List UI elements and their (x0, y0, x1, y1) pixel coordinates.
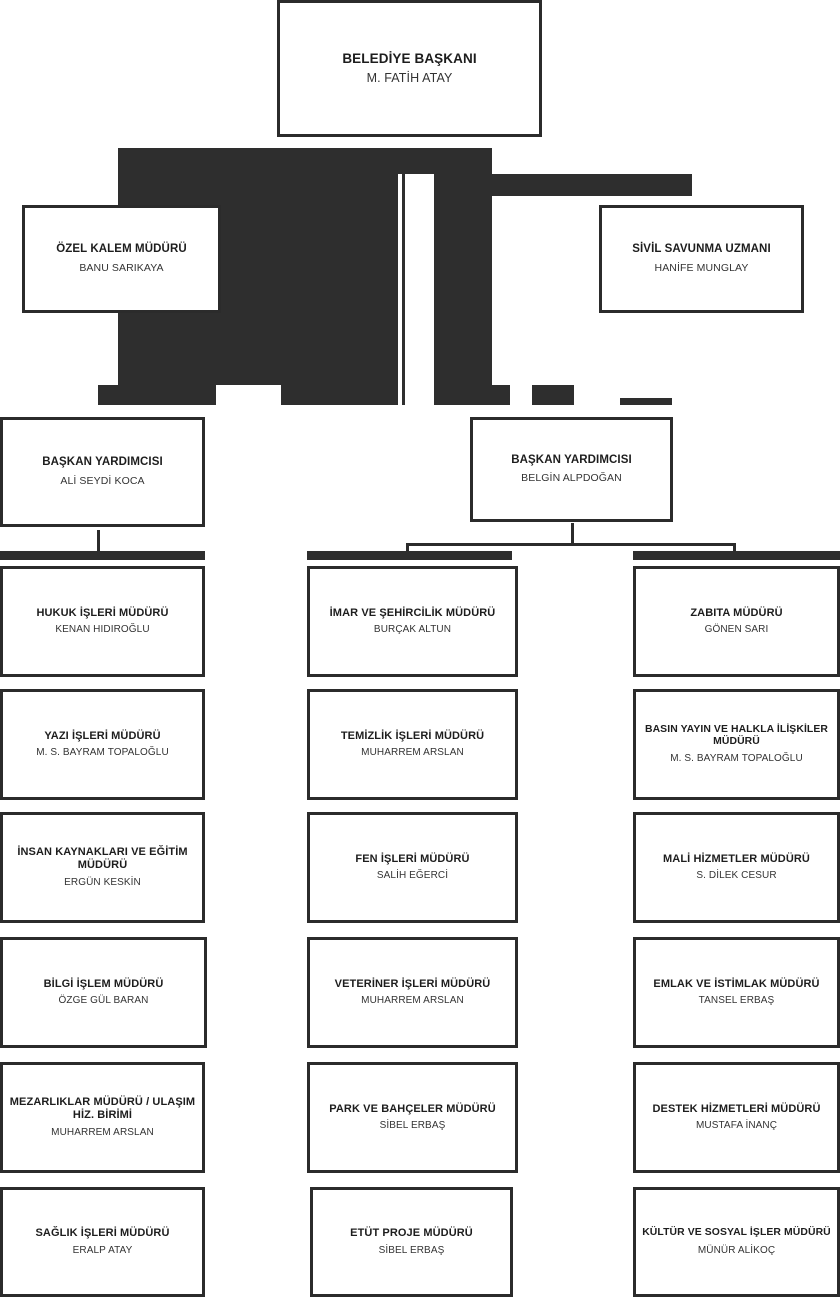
node-title: BAŞKAN YARDIMCISI (42, 456, 163, 469)
node-kultur-ve-sosyal-isler-muduru[interactable]: KÜLTÜR VE SOSYAL İŞLER MÜDÜRÜ MÜNÜR ALİK… (633, 1187, 840, 1297)
connector-distribution-stub (532, 385, 574, 405)
connector-notch-vertical-wide (405, 174, 434, 386)
node-zabita-muduru[interactable]: ZABITA MÜDÜRÜ GÖNEN SARI (633, 566, 840, 677)
node-bilgi-islem-muduru[interactable]: BİLGİ İŞLEM MÜDÜRÜ ÖZGE GÜL BARAN (0, 937, 207, 1048)
node-person: BURÇAK ALTUN (373, 624, 452, 636)
node-title: ETÜT PROJE MÜDÜRÜ (350, 1227, 473, 1240)
connector-right-column-drop (733, 543, 736, 557)
node-veteriner-isleri-muduru[interactable]: VETERİNER İŞLERİ MÜDÜRÜ MUHARREM ARSLAN (307, 937, 518, 1048)
node-title: TEMİZLİK İŞLERİ MÜDÜRÜ (340, 729, 485, 742)
node-basin-yayin-ve-halkla-iliskiler-muduru[interactable]: BASIN YAYIN VE HALKLA İLİŞKİLER MÜDÜRÜ M… (633, 689, 840, 800)
node-person: GÖNEN SARI (704, 624, 769, 636)
node-title: YAZI İŞLERİ MÜDÜRÜ (44, 729, 161, 742)
connector-middle-column-drop (406, 543, 409, 557)
connector-root-arm-right (492, 174, 692, 196)
node-person: ÖZGE GÜL BARAN (58, 995, 149, 1007)
node-title: BİLGİ İŞLEM MÜDÜRÜ (43, 977, 164, 990)
node-title: İMAR VE ŞEHİRCİLİK MÜDÜRÜ (329, 606, 496, 619)
node-person: S. DİLEK CESUR (696, 870, 777, 882)
node-etut-proje-muduru[interactable]: ETÜT PROJE MÜDÜRÜ SİBEL ERBAŞ (310, 1187, 513, 1297)
node-insan-kaynaklari-ve-egitim-muduru[interactable]: İNSAN KAYNAKLARI VE EĞİTİM MÜDÜRÜ ERGÜN … (0, 812, 205, 923)
node-person: MÜNÜR ALİKOÇ (697, 1244, 776, 1256)
connector-bar-gap-3 (405, 385, 434, 405)
node-baskan-yardimcisi-right[interactable]: BAŞKAN YARDIMCISI BELGİN ALPDOĞAN (470, 417, 673, 522)
node-title: ÖZEL KALEM MÜDÜRÜ (56, 243, 187, 256)
node-baskan-yardimcisi-left[interactable]: BAŞKAN YARDIMCISI ALİ SEYDİ KOCA (0, 417, 205, 527)
node-person: ERALP ATAY (72, 1244, 133, 1256)
node-mezarliklar-muduru-ulasim-hizmetleri-birimi[interactable]: MEZARLIKLAR MÜDÜRÜ / ULAŞIM HİZ. BİRİMİ … (0, 1062, 205, 1173)
node-title: PARK VE BAHÇELER MÜDÜRÜ (329, 1102, 496, 1115)
node-person: KENAN HIDIROĞLU (55, 624, 150, 636)
node-belediye-baskani[interactable]: BELEDİYE BAŞKANI M. FATİH ATAY (277, 0, 542, 137)
node-ozel-kalem-muduru[interactable]: ÖZEL KALEM MÜDÜRÜ BANU SARIKAYA (22, 205, 221, 313)
node-title: HUKUK İŞLERİ MÜDÜRÜ (36, 606, 169, 619)
connector-middle-column-bus (307, 551, 512, 560)
node-hukuk-isleri-muduru[interactable]: HUKUK İŞLERİ MÜDÜRÜ KENAN HIDIROĞLU (0, 566, 205, 677)
connector-left-column-bus (0, 551, 205, 560)
node-person: M. S. BAYRAM TOPALOĞLU (670, 753, 803, 765)
node-person: SİBEL ERBAŞ (378, 1244, 445, 1256)
node-title: SİVİL SAVUNMA UZMANI (632, 243, 771, 256)
node-person: BELGİN ALPDOĞAN (521, 472, 622, 485)
node-title: EMLAK VE İSTİMLAK MÜDÜRÜ (653, 977, 820, 990)
node-title: KÜLTÜR VE SOSYAL İŞLER MÜDÜRÜ (642, 1227, 831, 1239)
connector-bar-gap-4 (510, 385, 532, 405)
node-person: MUHARREM ARSLAN (361, 747, 464, 759)
node-title: BELEDİYE BAŞKANI (342, 50, 477, 66)
node-sivil-savunma-uzmani[interactable]: SİVİL SAVUNMA UZMANI HANİFE MUNGLAY (599, 205, 804, 313)
node-person: HANİFE MUNGLAY (654, 261, 749, 274)
node-person: M. FATİH ATAY (366, 71, 453, 86)
node-person: ALİ SEYDİ KOCA (60, 474, 145, 487)
node-saglik-isleri-muduru[interactable]: SAĞLIK İŞLERİ MÜDÜRÜ ERALP ATAY (0, 1187, 205, 1297)
node-title: MEZARLIKLAR MÜDÜRÜ / ULAŞIM HİZ. BİRİMİ (9, 1096, 196, 1121)
connector-deputy-right-drop (571, 523, 574, 545)
connector-right-column-bus (633, 551, 840, 560)
node-person: M. S. BAYRAM TOPALOĞLU (36, 747, 169, 759)
node-person: BANU SARIKAYA (79, 261, 164, 274)
node-title: DESTEK HİZMETLERİ MÜDÜRÜ (652, 1102, 821, 1115)
node-person: MUHARREM ARSLAN (361, 995, 464, 1007)
node-title: MALİ HİZMETLER MÜDÜRÜ (663, 852, 810, 865)
node-person: TANSEL ERBAŞ (698, 995, 775, 1007)
node-title: İNSAN KAYNAKLARI VE EĞİTİM MÜDÜRÜ (17, 846, 188, 871)
connector-notch-vertical-thin (398, 174, 402, 386)
node-destek-hizmetleri-muduru[interactable]: DESTEK HİZMETLERİ MÜDÜRÜ MUSTAFA İNANÇ (633, 1062, 840, 1173)
node-person: ERGÜN KESKİN (64, 876, 141, 888)
node-imar-ve-sehircilik-muduru[interactable]: İMAR VE ŞEHİRCİLİK MÜDÜRÜ BURÇAK ALTUN (307, 566, 518, 677)
node-emlak-ve-istimlak-muduru[interactable]: EMLAK VE İSTİMLAK MÜDÜRÜ TANSEL ERBAŞ (633, 937, 840, 1048)
connector-deputy-left-drop (97, 530, 100, 554)
node-title: BASIN YAYIN VE HALKLA İLİŞKİLER MÜDÜRÜ (644, 723, 829, 747)
connector-deputy-right-spine (406, 543, 736, 546)
node-fen-isleri-muduru[interactable]: FEN İŞLERİ MÜDÜRÜ SALİH EĞERCİ (307, 812, 518, 923)
node-person: MUSTAFA İNANÇ (695, 1120, 778, 1132)
connector-bar-gap-1 (216, 385, 281, 405)
node-title: FEN İŞLERİ MÜDÜRÜ (355, 852, 470, 865)
node-park-ve-bahceler-muduru[interactable]: PARK VE BAHÇELER MÜDÜRÜ SİBEL ERBAŞ (307, 1062, 518, 1173)
node-temizlik-isleri-muduru[interactable]: TEMİZLİK İŞLERİ MÜDÜRÜ MUHARREM ARSLAN (307, 689, 518, 800)
connector-bar-gap-2 (398, 385, 402, 405)
node-person: SİBEL ERBAŞ (379, 1120, 446, 1132)
connector-deputy-right-stub (620, 398, 672, 405)
node-person: MUHARREM ARSLAN (51, 1126, 154, 1138)
node-title: ZABITA MÜDÜRÜ (690, 606, 783, 619)
node-title: SAĞLIK İŞLERİ MÜDÜRÜ (35, 1227, 170, 1240)
node-title: VETERİNER İŞLERİ MÜDÜRÜ (334, 977, 491, 990)
node-person: SALİH EĞERCİ (376, 870, 449, 882)
node-mali-hizmetler-muduru[interactable]: MALİ HİZMETLER MÜDÜRÜ S. DİLEK CESUR (633, 812, 840, 923)
node-yazi-isleri-muduru[interactable]: YAZI İŞLERİ MÜDÜRÜ M. S. BAYRAM TOPALOĞL… (0, 689, 205, 800)
node-title: BAŞKAN YARDIMCISI (511, 453, 632, 466)
